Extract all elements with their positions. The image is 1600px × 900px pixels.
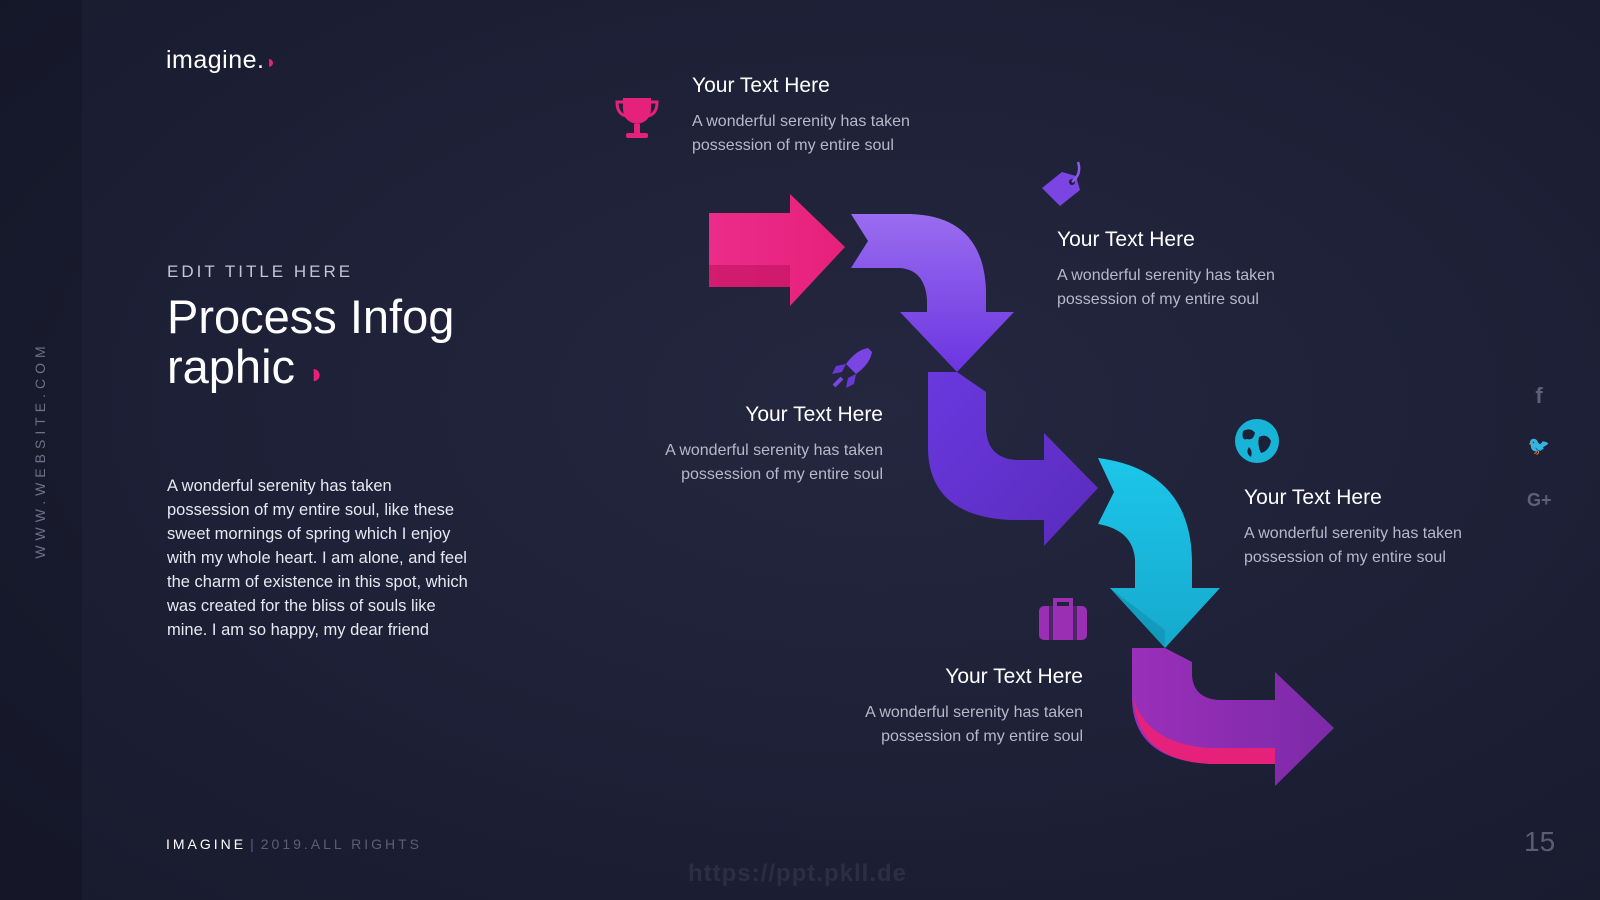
step-5: Your Text Here A wonderful serenity has … xyxy=(806,665,1083,749)
rocket-icon xyxy=(832,348,872,388)
step-1-text: A wonderful serenity has taken possessio… xyxy=(692,113,910,154)
step-1: Your Text Here A wonderful serenity has … xyxy=(692,74,952,158)
slide-title: Process Infographic ◗ xyxy=(167,292,467,399)
arrow-step-1 xyxy=(709,194,845,306)
trophy-icon xyxy=(615,98,659,138)
step-5-text: A wonderful serenity has taken possessio… xyxy=(865,704,1083,745)
step-2: Your Text Here A wonderful serenity has … xyxy=(1057,228,1317,312)
arrow-step-3 xyxy=(928,372,1098,546)
step-3: Your Text Here A wonderful serenity has … xyxy=(606,403,883,487)
step-5-title: Your Text Here xyxy=(945,665,1083,688)
slide-title-text: Process Infographic xyxy=(167,290,455,393)
step-1-title: Your Text Here xyxy=(692,74,830,97)
arrow-step-5 xyxy=(1132,648,1334,786)
slide-subtitle: EDIT TITLE HERE xyxy=(167,262,354,281)
facebook-icon[interactable]: f xyxy=(1535,383,1543,408)
footer-brand: IMAGINE xyxy=(166,836,247,852)
watermark: https://ppt.pkll.de xyxy=(688,860,907,887)
footer-separator: | xyxy=(250,836,257,852)
step-4-title: Your Text Here xyxy=(1244,486,1382,509)
tag-icon xyxy=(1042,161,1081,206)
step-3-title: Your Text Here xyxy=(745,403,883,426)
title-accent-icon: ◗ xyxy=(308,358,325,389)
logo-accent-icon: ◗ xyxy=(265,52,277,72)
step-2-title: Your Text Here xyxy=(1057,228,1195,251)
step-2-text: A wonderful serenity has taken possessio… xyxy=(1057,267,1275,308)
slide-description: A wonderful serenity has taken possessio… xyxy=(167,477,468,639)
globe-icon xyxy=(1235,419,1279,463)
google-plus-icon[interactable]: G+ xyxy=(1527,490,1552,510)
arrow-step-4 xyxy=(1098,458,1220,648)
page-number: 15 xyxy=(1524,826,1556,857)
arrow-step-2 xyxy=(851,214,1014,372)
side-strip xyxy=(0,0,82,900)
briefcase-icon xyxy=(1039,598,1087,640)
brand-name: imagine. xyxy=(166,46,265,74)
footer-rights: 2019.ALL RIGHTS xyxy=(260,836,422,852)
footer: IMAGINE|2019.ALL RIGHTS xyxy=(166,836,422,852)
step-4: Your Text Here A wonderful serenity has … xyxy=(1244,486,1504,570)
step-3-text: A wonderful serenity has taken possessio… xyxy=(665,442,883,483)
twitter-icon[interactable]: 🐦 xyxy=(1527,436,1551,456)
brand-logo: imagine.◗ xyxy=(166,46,277,75)
step-4-text: A wonderful serenity has taken possessio… xyxy=(1244,525,1462,566)
